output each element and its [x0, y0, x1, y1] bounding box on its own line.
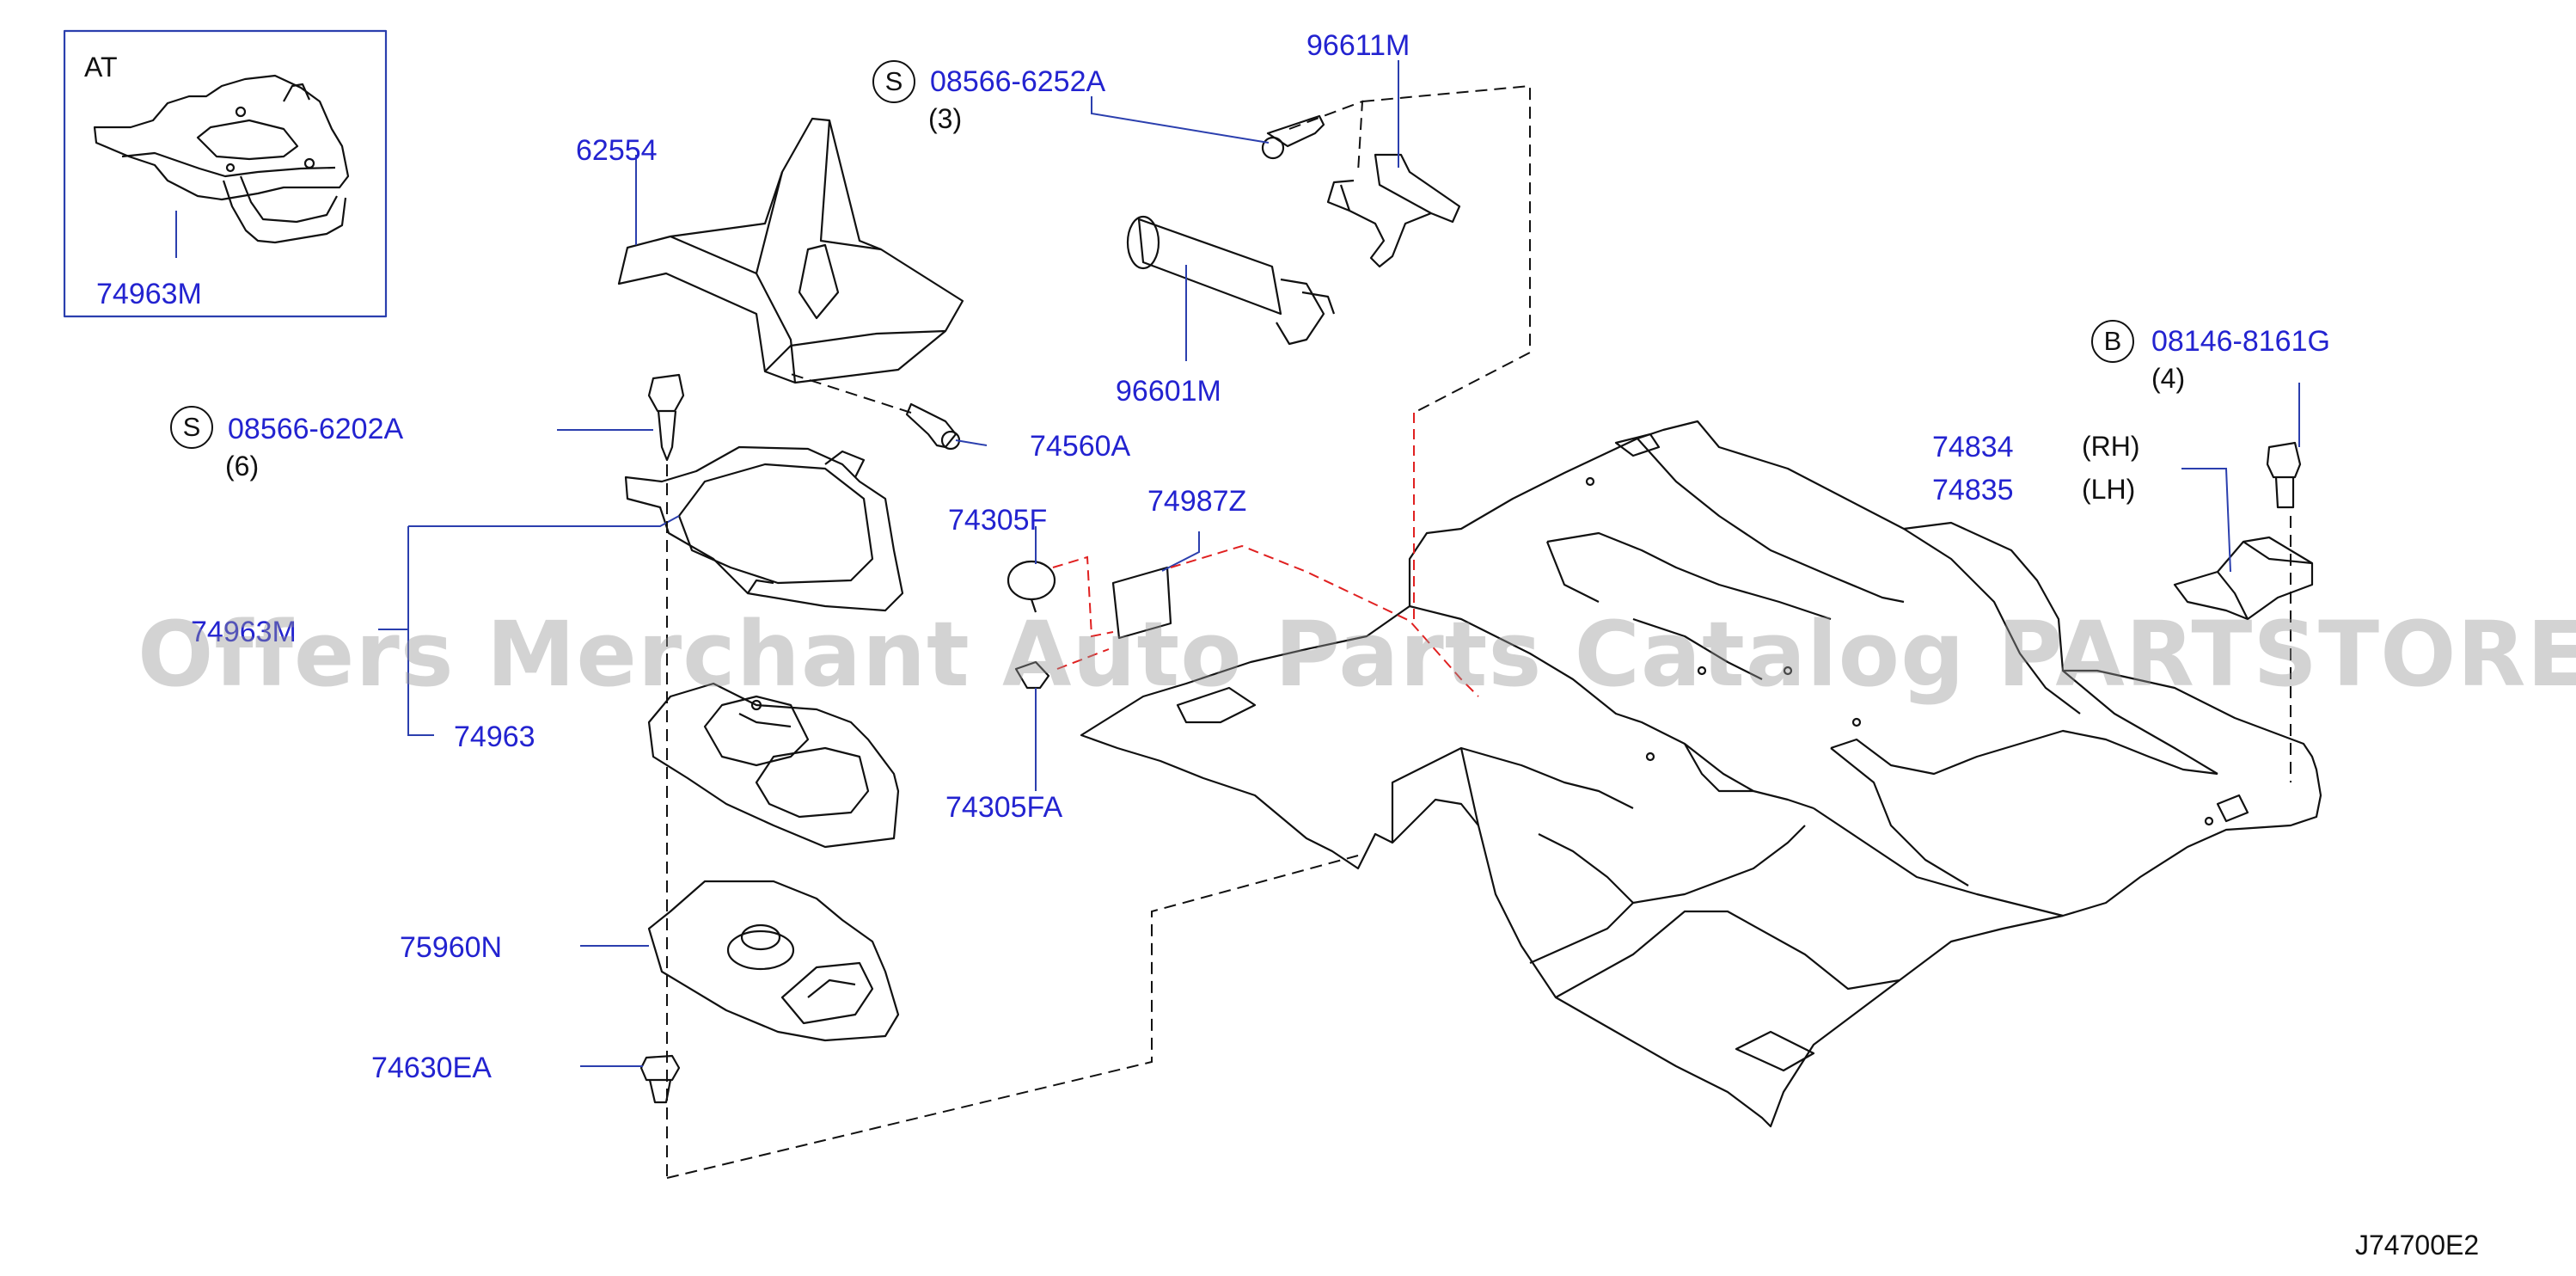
part-label-74834[interactable]: 74834 [1932, 431, 2014, 463]
part-label-74835[interactable]: 74835 [1932, 474, 2014, 506]
part-label-74963M[interactable]: 74963M [191, 616, 297, 648]
diagram-code: J74700E2 [2355, 1230, 2480, 1261]
screw-left [647, 373, 685, 462]
screw-74560A [905, 402, 961, 451]
part-label-75960N[interactable]: 75960N [400, 931, 503, 964]
part-label-bolt-right[interactable]: 08146-8161G [2151, 325, 2330, 358]
unit-96601M [1126, 215, 1336, 346]
part-label-inset-74963M[interactable]: 74963M [96, 278, 202, 310]
part-label-74305F[interactable]: 74305F [948, 504, 1048, 537]
clip-74630EA [639, 1054, 681, 1104]
bolt-symbol-icon: B [2091, 320, 2134, 363]
side-label-lh: (LH) [2082, 474, 2136, 505]
part-label-74560A[interactable]: 74560A [1030, 430, 1131, 463]
inset-label: AT [84, 52, 118, 83]
bracket-74834 [2173, 536, 2314, 621]
qty-screw-top: (3) [928, 103, 963, 134]
screw-top [1261, 114, 1325, 160]
side-label-rh: (RH) [2082, 431, 2140, 462]
shift-boot-62554 [617, 117, 964, 384]
screw-symbol-icon: S [872, 60, 915, 103]
part-label-62554[interactable]: 62554 [576, 134, 658, 167]
screw-symbol-icon: S [170, 406, 213, 449]
pad-74987Z [1111, 566, 1172, 640]
inset-frame [63, 29, 388, 318]
part-label-74305FA[interactable]: 74305FA [945, 791, 1063, 824]
clip-74305F [1007, 560, 1056, 613]
part-label-screw-top[interactable]: 08566-6252A [930, 65, 1106, 98]
console-74963 [647, 682, 900, 849]
part-label-74987Z[interactable]: 74987Z [1147, 485, 1247, 518]
inset-console-bracket [93, 74, 350, 244]
qty-bolt-right: (4) [2151, 363, 2186, 394]
watermark: Offers Merchant Auto Parts Catalog PARTS… [138, 602, 2576, 707]
part-label-96611M[interactable]: 96611M [1306, 29, 1410, 62]
bracket-96611M [1326, 153, 1461, 268]
part-label-screw-left[interactable]: 08566-6202A [228, 413, 404, 445]
bolt-right [2266, 441, 2302, 509]
qty-screw-left: (6) [225, 451, 260, 482]
panel-75960N [647, 880, 900, 1042]
clip-74305FA [1014, 660, 1050, 690]
floor-panel [1080, 420, 2322, 1128]
part-label-74963[interactable]: 74963 [454, 721, 535, 753]
part-label-74630EA[interactable]: 74630EA [371, 1052, 492, 1084]
part-label-96601M[interactable]: 96601M [1116, 375, 1221, 408]
